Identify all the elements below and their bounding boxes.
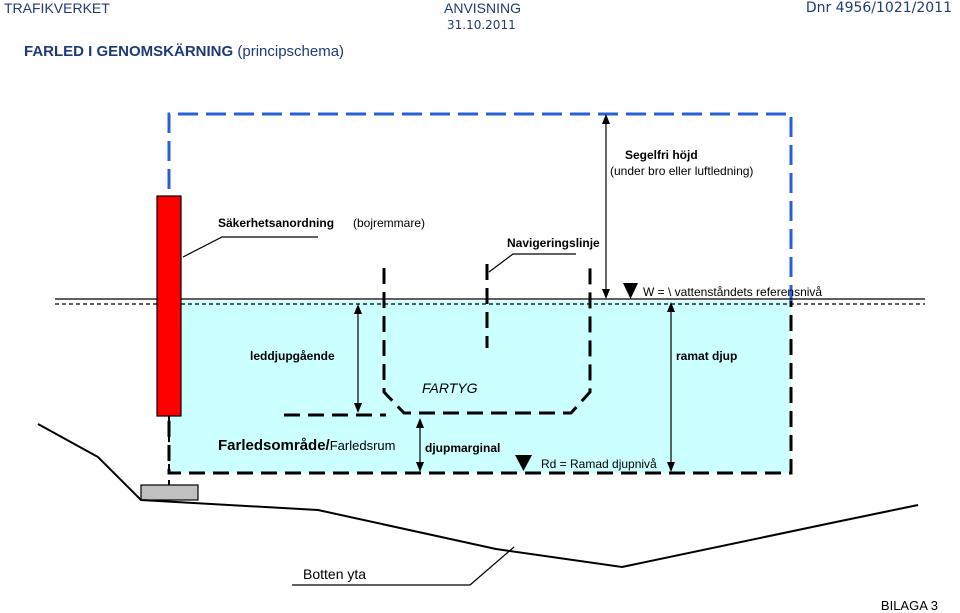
- header-doc-number: Dnr 4956/1021/2011: [805, 0, 952, 16]
- label-safety-device: Säkerhetsanordning: [218, 216, 335, 230]
- draft-arrow-bottom: [354, 403, 362, 413]
- depth-margin-arrow-bottom: [416, 462, 424, 472]
- anchor-block: [140, 484, 199, 501]
- label-reference-level: W = \ vattenståndets referensnivå: [643, 285, 823, 299]
- draft-arrow-top: [354, 304, 362, 314]
- clearance-arrow-top: [602, 114, 610, 124]
- label-depth-margin: djupmarginal: [425, 441, 501, 455]
- label-fairway-area: Farledsområde/Farledsrum: [218, 437, 395, 454]
- header-date: 31.10.2011: [447, 18, 516, 32]
- dredged-arrow-top: [667, 302, 675, 312]
- header-doc-type: ANVISNING: [444, 0, 522, 16]
- navigation-leader: [488, 253, 576, 273]
- dredged-arrow-bottom: [667, 462, 675, 472]
- bottom-leader: [469, 546, 515, 586]
- clearance-arrow-bottom: [602, 289, 610, 299]
- bottom-profile: [37, 423, 919, 569]
- label-fairway-area-bold: Farledsområde/: [218, 437, 330, 454]
- label-clearance-height: Segelfri höjd: [625, 148, 698, 162]
- label-bottom-surface: Botten yta: [303, 566, 367, 582]
- page-title: FARLED I GENOMSKÄRNING (principschema): [24, 43, 344, 60]
- label-safety-device-note: (bojremmare): [353, 216, 426, 230]
- clearance-outline: [167, 112, 793, 301]
- safety-buoy-pole: [156, 195, 182, 417]
- label-dredged-depth: ramat djup: [676, 349, 738, 363]
- water-area: [169, 301, 791, 473]
- label-dredged-level: Rd = Ramad djupnivå: [541, 457, 657, 471]
- safety-leader: [182, 236, 318, 258]
- label-ship: FARTYG: [422, 380, 478, 396]
- header-org: TRAFIKVERKET: [4, 0, 110, 16]
- depth-margin-arrow-top: [416, 418, 424, 428]
- reference-level-marker: [623, 283, 638, 299]
- label-navigation-line: Navigeringslinje: [507, 236, 600, 250]
- ship-hull: [382, 268, 592, 415]
- page-title-bold: FARLED I GENOMSKÄRNING: [24, 43, 234, 60]
- page-title-normal: (principschema): [233, 43, 345, 60]
- label-fairway-area-normal: Farledsrum: [329, 438, 396, 453]
- appendix-label: BILAGA 3: [880, 598, 938, 613]
- dredged-level-marker: [515, 455, 532, 471]
- label-draft: leddjupgående: [250, 349, 335, 363]
- label-clearance-note: (under bro eller luftledning): [610, 164, 754, 178]
